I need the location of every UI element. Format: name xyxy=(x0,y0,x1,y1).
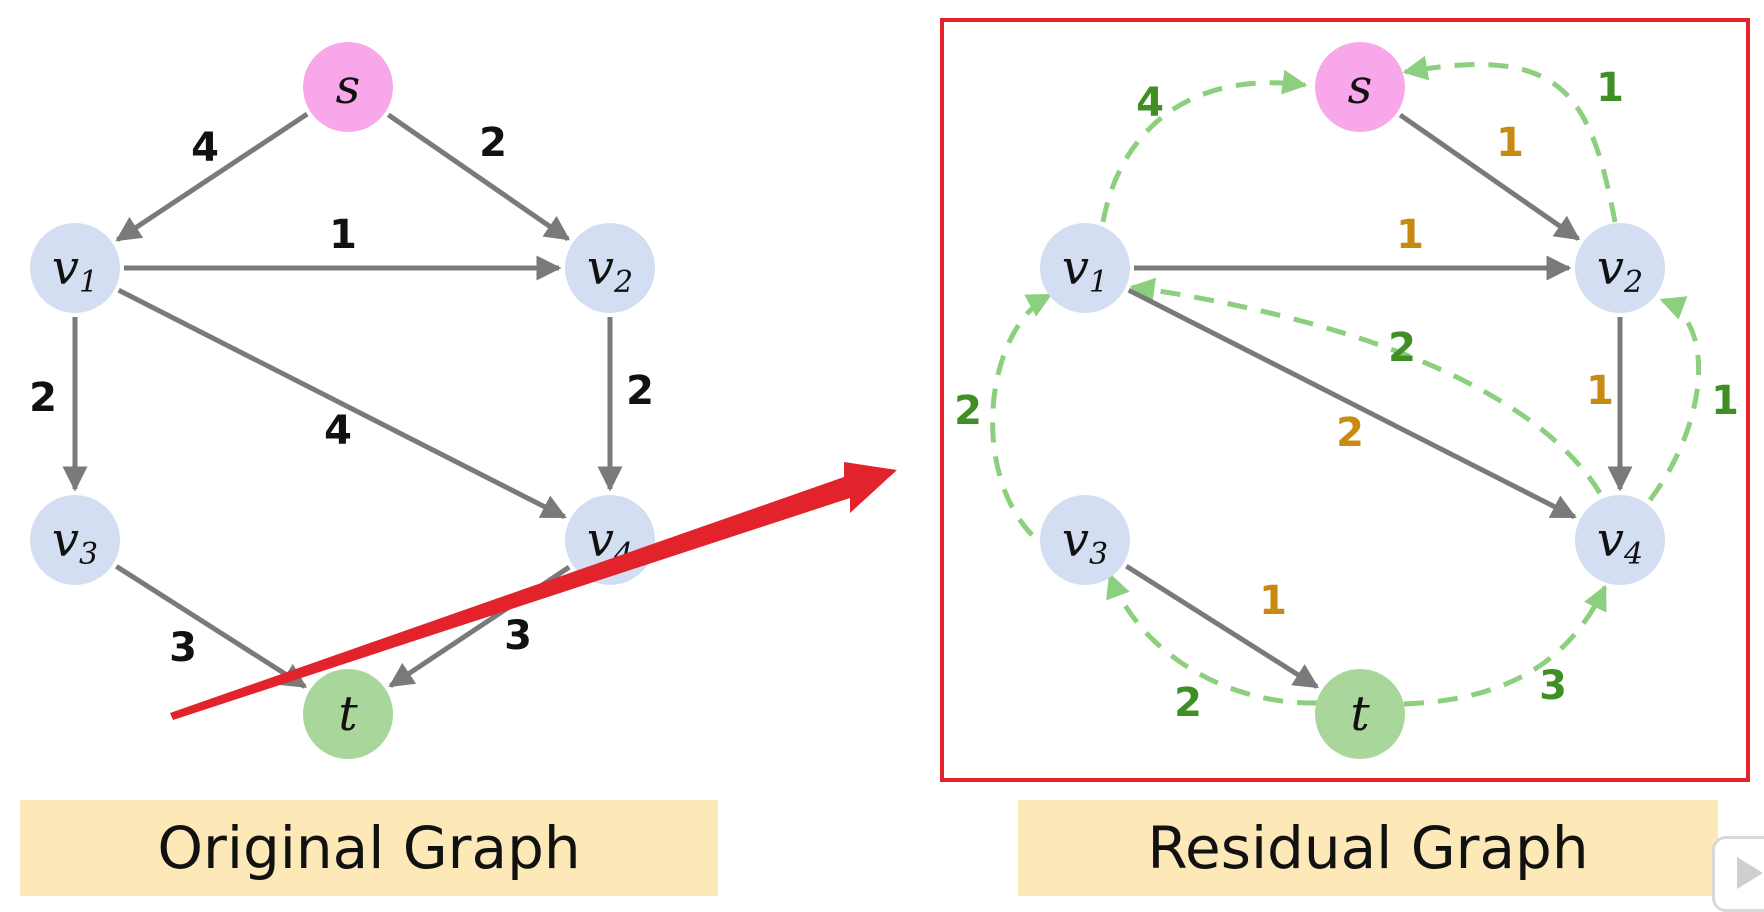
residual-node-name: v xyxy=(1062,240,1089,296)
big-red-arrow-icon xyxy=(170,462,897,720)
residual-node-subscript: 3 xyxy=(1089,537,1108,572)
residual-forward-edge-s-v2 xyxy=(1398,112,1581,241)
original-node-v2 xyxy=(565,223,655,313)
residual-node-v4 xyxy=(1575,495,1665,585)
residual-node-name: s xyxy=(1348,59,1373,115)
play-badge-icon[interactable] xyxy=(1712,836,1764,912)
original-edge-weight: 4 xyxy=(324,408,352,454)
residual-node-label-v2: v2 xyxy=(1597,240,1643,300)
original-node-subscript: 3 xyxy=(79,537,98,572)
residual-backward-edge-v2-s xyxy=(1402,55,1618,223)
residual-node-subscript: 1 xyxy=(1089,265,1108,300)
residual-forward-weight: 2 xyxy=(1336,410,1364,456)
original-node-label-v2: v2 xyxy=(587,240,633,300)
residual-node-name: v xyxy=(1597,240,1624,296)
original-edge-v1-v4 xyxy=(117,287,567,520)
original-edge-weight: 1 xyxy=(329,212,357,258)
original-edge-s-v2 xyxy=(386,112,571,242)
original-edge-weight: 2 xyxy=(479,120,507,166)
residual-backward-edge-v1-s xyxy=(1100,69,1308,223)
original-node-label-t: t xyxy=(338,686,358,742)
residual-node-name: t xyxy=(1350,686,1370,742)
original-node-name: v xyxy=(52,240,79,296)
residual-graph-caption: Residual Graph xyxy=(1018,800,1718,896)
original-node-v1 xyxy=(30,223,120,313)
residual-forward-edges: 1 1 2 1 1 xyxy=(1125,112,1633,689)
residual-node-subscript: 4 xyxy=(1623,537,1643,572)
original-node-name: v xyxy=(587,240,614,296)
residual-backward-weight: 1 xyxy=(1596,65,1624,111)
residual-node-t xyxy=(1315,669,1405,759)
original-node-label-v1: v1 xyxy=(52,240,98,300)
residual-backward-weight: 2 xyxy=(954,388,982,434)
residual-backward-weight: 1 xyxy=(1711,378,1739,424)
residual-node-label-v3: v3 xyxy=(1062,512,1108,572)
original-node-s xyxy=(303,42,393,132)
original-node-t xyxy=(303,669,393,759)
residual-forward-edge-v1-v4 xyxy=(1127,287,1577,520)
original-node-label-v3: v3 xyxy=(52,512,98,572)
residual-node-label-s: s xyxy=(1348,59,1373,115)
original-node-v3 xyxy=(30,495,120,585)
residual-backward-weight: 3 xyxy=(1539,663,1567,709)
original-edge-weight: 3 xyxy=(169,625,197,671)
residual-backward-edge-t-v4 xyxy=(1403,584,1608,707)
residual-backward-edge-v3-v1 xyxy=(990,292,1053,537)
residual-node-label-v4: v4 xyxy=(1597,512,1643,572)
residual-forward-weight: 1 xyxy=(1496,120,1524,166)
original-edge-weight: 3 xyxy=(504,613,532,659)
residual-backward-edge-v4-v1 xyxy=(1129,277,1603,495)
residual-backward-weight: 4 xyxy=(1136,80,1164,126)
original-node-name: s xyxy=(336,59,361,115)
residual-forward-weight: 1 xyxy=(1396,212,1424,258)
residual-node-v2 xyxy=(1575,223,1665,313)
residual-node-name: v xyxy=(1062,512,1089,568)
original-edge-weight: 2 xyxy=(29,375,57,421)
original-graph-caption: Original Graph xyxy=(20,800,718,896)
residual-forward-edge-v3-t xyxy=(1125,564,1320,689)
residual-node-label-t: t xyxy=(1350,686,1370,742)
residual-node-s xyxy=(1315,42,1405,132)
original-node-name: v xyxy=(587,512,614,568)
residual-backward-edge-v4-v2 xyxy=(1647,296,1702,502)
residual-backward-weight: 2 xyxy=(1388,325,1416,371)
original-edge-weight: 4 xyxy=(191,125,219,171)
original-node-label-s: s xyxy=(336,59,361,115)
residual-forward-weight: 1 xyxy=(1586,368,1614,414)
original-node-name: t xyxy=(338,686,358,742)
residual-forward-weight: 1 xyxy=(1259,578,1287,624)
original-edges: 4 2 1 2 4 2 3 3 xyxy=(29,111,654,689)
residual-frame xyxy=(940,18,1750,782)
residual-backward-weight: 2 xyxy=(1174,680,1202,726)
original-edge-weight: 2 xyxy=(626,368,654,414)
original-node-name: v xyxy=(52,512,79,568)
residual-node-v3 xyxy=(1040,495,1130,585)
original-edge-v3-t xyxy=(114,564,308,689)
residual-node-label-v1: v1 xyxy=(1062,240,1108,300)
original-edge-s-v1 xyxy=(115,111,309,242)
original-node-subscript: 2 xyxy=(613,265,633,300)
residual-node-name: v xyxy=(1597,512,1624,568)
original-node-subscript: 1 xyxy=(79,265,98,300)
residual-node-subscript: 2 xyxy=(1623,265,1643,300)
residual-node-v1 xyxy=(1040,223,1130,313)
